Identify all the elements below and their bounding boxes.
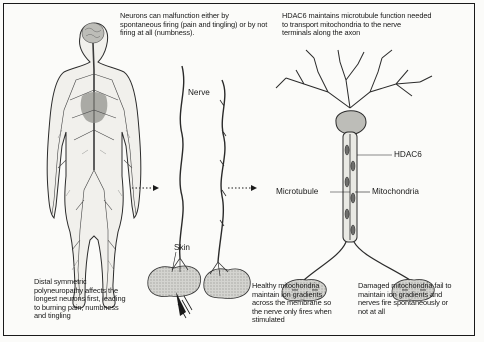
skin-blob-left bbox=[148, 266, 201, 297]
brain bbox=[82, 23, 104, 43]
label-mitochondria: Mitochondria bbox=[372, 187, 419, 196]
nerve-fiber-left bbox=[180, 66, 184, 258]
caption-neurons-malfunction: Neurons can malfunction either by sponta… bbox=[120, 12, 268, 38]
neuron-soma bbox=[336, 111, 366, 135]
caption-damaged-mitochondria: Damaged mitochondria fail to maintain io… bbox=[358, 282, 454, 316]
nerve-fiber-right bbox=[218, 80, 225, 262]
nerve-skin-panel bbox=[148, 66, 250, 318]
axon-branch-left bbox=[304, 242, 346, 280]
human-body-figure bbox=[47, 23, 141, 308]
neuron-panel bbox=[276, 50, 434, 301]
label-nerve: Nerve bbox=[188, 88, 210, 97]
label-skin: Skin bbox=[174, 243, 190, 252]
label-microtubule: Microtubule bbox=[276, 187, 318, 196]
caption-distal-neuropathy: Distal symmetric polyneuropathy affects … bbox=[34, 278, 126, 321]
caption-hdac6-function: HDAC6 maintains microtubule function nee… bbox=[282, 12, 432, 38]
caption-healthy-mitochondria: Healthy mitochondria maintain ion gradie… bbox=[252, 282, 342, 325]
axon-branch-right bbox=[354, 242, 410, 280]
dendrite-tree bbox=[276, 50, 432, 108]
label-hdac6: HDAC6 bbox=[394, 150, 422, 159]
